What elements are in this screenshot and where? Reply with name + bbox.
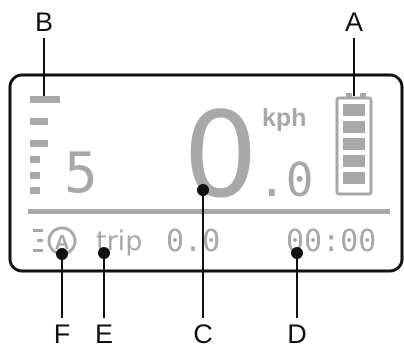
callout-label-b: B bbox=[35, 7, 53, 37]
callout-label-a: A bbox=[345, 7, 363, 37]
callout-label-d: D bbox=[287, 319, 307, 348]
mode-symbol: A bbox=[55, 232, 69, 254]
display-divider bbox=[28, 209, 390, 214]
speed-integer: 0 bbox=[183, 86, 258, 224]
trip-value: 0.0 bbox=[166, 224, 220, 259]
speed-unit: kph bbox=[262, 104, 306, 132]
assist-level-number: 5 bbox=[64, 141, 98, 206]
callout-label-e: E bbox=[95, 319, 113, 348]
callout-lines bbox=[43, 38, 355, 318]
battery-icon bbox=[335, 93, 373, 196]
callout-label-f: F bbox=[54, 319, 71, 348]
display-frame bbox=[8, 73, 404, 273]
assist-level-bars bbox=[30, 96, 60, 194]
callout-label-c: C bbox=[193, 319, 213, 348]
speed-decimal: .0 bbox=[258, 153, 313, 207]
mode-indicator: A bbox=[33, 226, 77, 256]
